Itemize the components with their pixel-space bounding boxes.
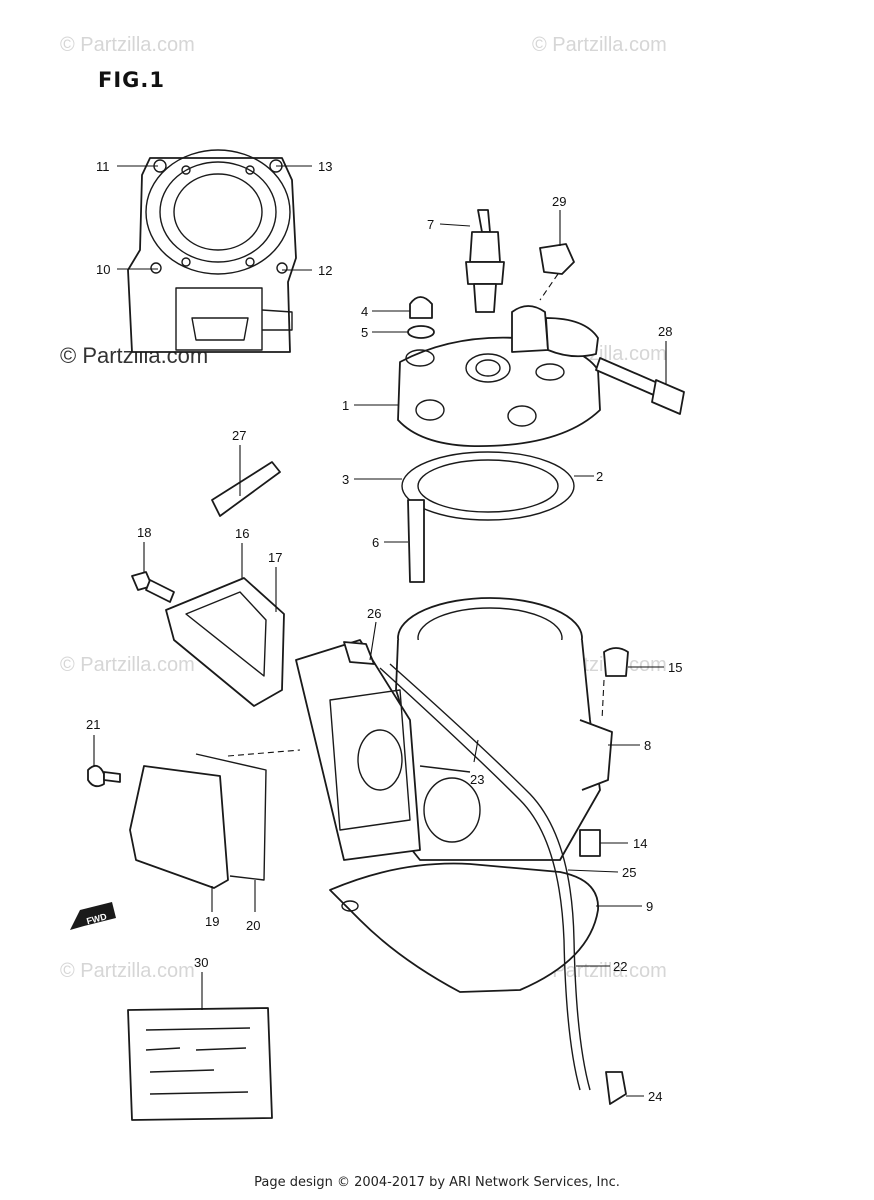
callout-9: 9 [646,899,653,914]
callout-13: 13 [318,159,332,174]
forward-direction-arrow: FWD [70,902,116,930]
callout-11: 11 [96,159,110,174]
callout-30: 30 [194,955,208,970]
callout-25: 25 [622,865,636,880]
callout-18: 18 [137,525,151,540]
callout-28: 28 [658,324,672,339]
watermark: © Partzilla.com [532,34,667,56]
bracket-drawing [211,461,281,517]
callout-24: 24 [648,1089,662,1104]
watermark: © Partzilla.com [60,960,195,982]
callout-23: 23 [470,772,484,787]
callout-17: 17 [268,550,282,565]
callout-19: 19 [205,914,219,929]
callout-14: 14 [633,836,647,851]
watermark: © Partzilla.com [60,654,195,676]
callout-3: 3 [342,472,349,487]
callout-12: 12 [318,263,332,278]
callout-20: 20 [246,918,260,933]
callout-2: 2 [596,469,603,484]
label-card-drawing [127,1007,273,1121]
cylinder-drawing [295,597,613,861]
callout-26: 26 [367,606,381,621]
callout-8: 8 [644,738,651,753]
base-gasket-drawing [329,862,599,993]
watermark: © Partzilla.com [60,34,195,56]
callout-29: 29 [552,194,566,209]
callout-numbers: 1 2 3 4 5 6 7 8 9 10 11 12 13 14 15 16 1… [86,159,682,1104]
callout-1: 1 [342,398,349,413]
callout-15: 15 [668,660,682,675]
callout-21: 21 [86,717,100,732]
callout-10: 10 [96,262,110,277]
callout-5: 5 [361,325,368,340]
callout-6: 6 [372,535,379,550]
cylinder-inset-drawing [127,149,297,353]
cylinder-head-drawing [397,209,685,583]
callout-4: 4 [361,304,368,319]
leader-lines [93,165,667,1097]
callout-7: 7 [427,217,434,232]
callout-16: 16 [235,526,249,541]
callout-22: 22 [613,959,627,974]
callout-27: 27 [232,428,246,443]
figure-label: FIG.1 [98,68,165,92]
page-footer: Page design © 2004-2017 by ARI Network S… [254,1175,620,1190]
